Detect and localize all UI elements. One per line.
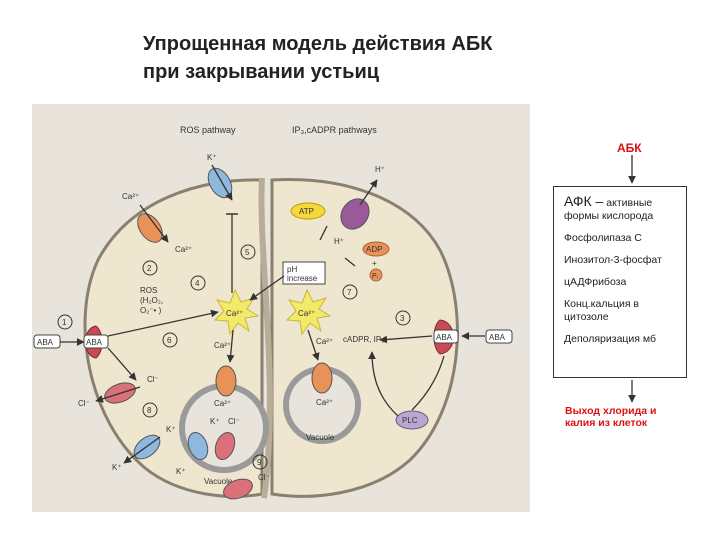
step-number-6: 6 [162,332,178,348]
step-number-3: 3 [395,310,411,326]
ca-vac-right-label: Ca²⁺ [316,398,333,407]
k-vac-label: K⁺ [210,417,220,426]
svg-text:5: 5 [245,248,250,257]
step-number-9: 9 [252,454,268,470]
ca-right-mid-label: Ca²⁺ [316,337,333,346]
legend-afk-rest: активные формы кислорода [564,197,654,222]
aba-left-in-box [83,334,109,349]
k-out2-label: K⁺ [176,467,186,476]
vacuole-right-label: Vacuole [306,433,335,442]
ros-label: ROS [140,286,157,295]
pi-label: Pᵢ [372,273,378,280]
ph-increase-box [282,261,326,285]
ca-2plus-vac-label: Ca²⁺ [214,399,231,408]
plc-badge-icon [395,410,429,430]
k-plus-in-label: K⁺ [166,425,176,434]
page-title: Упрощенная модель действия АБК при закры… [143,30,663,86]
k-top-label: K⁺ [207,153,217,162]
pi-badge-icon [369,268,383,282]
aba-right-out-label: ABA [489,333,506,342]
svg-text:9: 9 [257,458,262,467]
vac-cl-channel-icon [214,431,236,461]
title-line-1: Упрощенная модель действия АБК [143,33,493,55]
cl-out-label: Cl⁻ [78,399,90,408]
svg-text:3: 3 [400,314,405,323]
abk-label: АБК [617,141,642,155]
aba-left-in-label: ABA [86,338,103,347]
title-line-2: при закрывании устьиц [143,61,380,83]
legend-box: АФК – активные формы кислорода Фосфолипа… [553,186,687,378]
ros-sub2: O₂⁻• ) [140,306,162,315]
svg-text:8: 8 [147,406,152,415]
ca-channel-icon [137,213,163,243]
stomatal-pore [258,177,273,499]
k-out-label: K⁺ [112,463,122,472]
plc-label: PLC [402,416,418,425]
ros-sub1: (H₂O₂, [140,296,163,305]
vacuole-left-label: Vacuole [204,477,233,486]
legend-item-cadpr: цАДФрибоза [564,276,627,288]
ph-line2: increase [287,274,318,283]
aba-right-in-label: ABA [436,333,453,342]
atp-badge-icon [290,202,326,220]
step-number-2: 2 [142,260,158,276]
step-number-1: 1 [57,314,73,330]
ca-vac-left-label: Ca²⁺ [214,341,231,350]
h-top-label: H⁺ [375,165,385,174]
ph-line1: pH [287,265,297,274]
ros-pathway-label: ROS pathway [180,125,236,135]
step-number-7: 7 [342,284,358,300]
ip3-pathway-label: IP₃,cADPR pathways [292,125,377,135]
legend-item-calcium: Конц.кальция в цитозоле [564,298,640,323]
adp-label: ADP [366,245,382,254]
ca-top-label: Ca²⁺ [122,192,139,201]
adp-badge-icon [362,241,390,257]
ca-star-right-label: Ca²⁺ [298,309,315,318]
cadpr-label: cADPR, IP₃ [343,335,385,344]
plus-label: + [372,259,377,268]
legend-afk-big: АФК – [564,193,604,209]
aba-right-out-box [485,329,513,344]
vac-ca-channel-right-icon [311,362,333,394]
ca-star-left-icon [213,288,260,336]
cl-bottom-channel-icon [223,478,253,500]
legend-item-ip3: Инозитол-3-фосфат [564,254,662,266]
svg-text:4: 4 [195,279,200,288]
step-number-5: 5 [240,244,256,260]
legend-item-depolarization: Деполяризация мб [564,333,657,345]
aba-right-in-box [433,329,459,344]
aba-left-out-label: ABA [37,338,54,347]
svg-text:2: 2 [147,264,152,273]
cl-bottom-label: Cl⁻ [258,473,270,482]
outcome-label: Выход хлорида и калия из клеток [565,405,657,429]
step-number-4: 4 [190,275,206,291]
svg-text:1: 1 [62,318,67,327]
svg-text:6: 6 [167,336,172,345]
ca-star-left-label: Ca²⁺ [226,309,243,318]
proton-pump-icon [340,198,370,230]
legend-item-afk: АФК – активные формы кислорода [564,193,680,223]
step-number-8: 8 [142,402,158,418]
svg-text:7: 7 [347,288,352,297]
cl-minus1-label: Cl⁻ [147,375,159,384]
h-plus2-label: H⁺ [334,237,344,246]
vac-ca-channel-left-icon [215,365,237,397]
cl-vac-label: Cl⁻ [228,417,240,426]
legend-item-plc: Фосфолипаза С [564,232,642,244]
vac-k-channel-icon [187,431,209,461]
atp-label: ATP [299,207,314,216]
ca-in-label: Ca²⁺ [175,245,192,254]
ca-star-right-icon [285,288,332,336]
